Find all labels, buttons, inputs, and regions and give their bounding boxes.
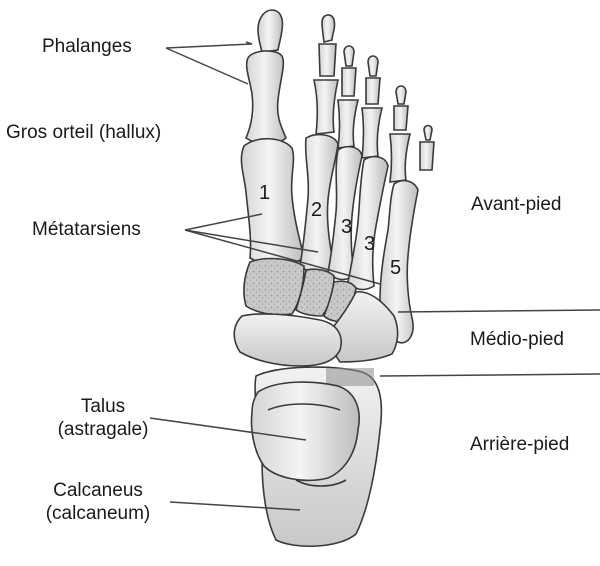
hindfoot-group (252, 367, 382, 546)
calcaneus-shadow (326, 368, 374, 386)
toe4-middle-phalanx (366, 78, 380, 104)
toe5-middle-phalanx (394, 106, 408, 130)
label-talus-name: Talus (48, 396, 158, 419)
toe5-outer-phalanx (420, 142, 434, 170)
label-metatarsiens: Métatarsiens (32, 219, 141, 242)
metatarsal-number-3a: 3 (341, 216, 352, 238)
toe2-proximal-phalanx (314, 80, 338, 134)
label-avant-pied: Avant-pied (471, 194, 562, 217)
toe5-tip-phalanx (424, 126, 432, 141)
toe5-proximal-phalanx (390, 134, 410, 182)
leader-avant-pied (398, 310, 600, 312)
metatarsal-number-5: 5 (390, 257, 401, 279)
toe4-proximal-phalanx (362, 108, 382, 158)
toe2-distal-phalanx (322, 15, 335, 42)
toe2-middle-phalanx (319, 44, 336, 76)
toe4-distal-phalanx (368, 56, 378, 76)
toe3-middle-phalanx (342, 68, 356, 96)
label-talus-alt: (astragale) (48, 419, 158, 442)
label-calcaneus-alt: (calcaneum) (28, 503, 168, 526)
metatarsal-number-2: 2 (311, 199, 322, 221)
label-phalanges: Phalanges (42, 36, 132, 59)
medial-cuneiform (244, 259, 304, 315)
toe3-distal-phalanx (344, 46, 354, 66)
leader-medio-pied (380, 374, 600, 376)
talus-bone (252, 382, 360, 480)
label-calcaneus-name: Calcaneus (28, 480, 168, 503)
metatarsal-number-1: 1 (259, 182, 270, 204)
label-talus: Talus (astragale) (48, 396, 158, 442)
hallux-distal-phalanx (258, 10, 283, 52)
label-gros-orteil: Gros orteil (hallux) (6, 122, 161, 145)
metatarsal-number-3b: 3 (364, 233, 375, 255)
leader-phalanges-2 (166, 48, 248, 84)
leader-phalanges-1 (166, 44, 252, 48)
label-medio-pied: Médio-pied (470, 329, 564, 352)
hallux-proximal-phalanx (246, 51, 286, 144)
label-arriere-pied: Arrière-pied (470, 434, 569, 457)
toe5-distal-phalanx (396, 86, 406, 104)
navicular (234, 314, 341, 366)
toe3-proximal-phalanx (338, 100, 358, 148)
label-calcaneus: Calcaneus (calcaneum) (28, 480, 168, 526)
